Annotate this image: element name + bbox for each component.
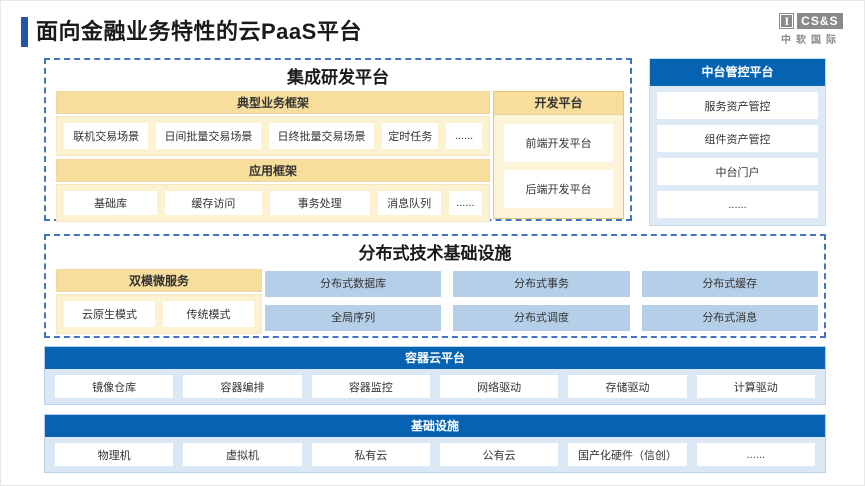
dual-mode-items: 云原生模式 传统模式 <box>56 294 262 334</box>
infrastructure-items: 物理机 虚拟机 私有云 公有云 国产化硬件（信创） ...... <box>45 437 825 472</box>
dev-platform-items: 前端开发平台 后端开发平台 <box>494 115 623 217</box>
infrastructure-item: ...... <box>696 443 815 466</box>
midplatform-item: ...... <box>657 191 818 218</box>
title-accent-bar <box>21 17 28 47</box>
framework-item: 定时任务 <box>382 123 439 149</box>
midplatform-control-header: 中台管控平台 <box>650 59 825 86</box>
container-platform-item: 计算驱动 <box>696 375 815 398</box>
page-title: 面向金融业务特性的云PaaS平台 <box>36 19 362 44</box>
infrastructure-item: 公有云 <box>439 443 559 466</box>
midplatform-item: 中台门户 <box>657 158 818 185</box>
company-logo: I CS&S 中软国际 <box>766 13 856 46</box>
infrastructure-item: 国产化硬件（信创） <box>568 443 687 466</box>
business-framework-block: 典型业务框架 联机交易场景 日间批量交易场景 日终批量交易场景 定时任务 ...… <box>56 91 490 156</box>
logo-mark: I CS&S <box>766 13 856 29</box>
integrated-platform-title: 集成研发平台 <box>287 68 389 87</box>
app-framework-items: 基础库 缓存访问 事务处理 消息队列 ...... <box>56 184 490 222</box>
framework-item: 事务处理 <box>269 191 370 215</box>
dual-mode-header: 双模微服务 <box>56 269 262 292</box>
logo-i-icon: I <box>779 13 795 29</box>
container-platform-item: 容器编排 <box>183 375 302 398</box>
container-platform-items: 镜像仓库 容器编排 容器监控 网络驱动 存储驱动 计算驱动 <box>45 369 825 404</box>
container-platform-item: 镜像仓库 <box>55 375 174 398</box>
business-framework-header: 典型业务框架 <box>56 91 490 114</box>
app-framework-header: 应用框架 <box>56 159 490 182</box>
framework-item: 缓存访问 <box>165 191 262 215</box>
container-platform-item: 容器监控 <box>311 375 430 398</box>
dev-platform-item: 后端开发平台 <box>504 170 613 208</box>
distributed-infra-box: 分布式技术基础设施 双模微服务 云原生模式 传统模式 分布式数据库 分布式事务 … <box>44 234 826 338</box>
container-platform-bar: 容器云平台 镜像仓库 容器编排 容器监控 网络驱动 存储驱动 计算驱动 <box>44 346 826 405</box>
distributed-service-cell: 全局序列 <box>265 305 442 331</box>
logo-subtext: 中软国际 <box>781 35 841 46</box>
infrastructure-header: 基础设施 <box>45 415 825 437</box>
infrastructure-item: 私有云 <box>311 443 430 466</box>
distributed-service-cell: 分布式缓存 <box>641 271 818 297</box>
framework-item: 联机交易场景 <box>64 123 149 149</box>
framework-item: 日终批量交易场景 <box>268 123 375 149</box>
framework-item: 消息队列 <box>377 191 441 215</box>
logo-csns-icon: CS&S <box>797 13 843 29</box>
distributed-service-cell: 分布式调度 <box>453 305 630 331</box>
infrastructure-item: 物理机 <box>55 443 174 466</box>
infrastructure-bar: 基础设施 物理机 虚拟机 私有云 公有云 国产化硬件（信创） ...... <box>44 414 826 473</box>
distributed-service-cell: 分布式数据库 <box>265 271 442 297</box>
framework-item: 日间批量交易场景 <box>156 123 261 149</box>
dev-platform-item: 前端开发平台 <box>504 124 613 162</box>
dual-mode-item: 传统模式 <box>163 301 254 327</box>
dual-mode-item: 云原生模式 <box>64 301 155 327</box>
container-platform-item: 存储驱动 <box>568 375 687 398</box>
midplatform-item: 组件资产管控 <box>657 125 818 152</box>
distributed-services-grid: 分布式数据库 分布式事务 分布式缓存 全局序列 分布式调度 分布式消息 <box>265 271 818 331</box>
container-platform-item: 网络驱动 <box>439 375 559 398</box>
dev-platform-header: 开发平台 <box>494 92 623 115</box>
midplatform-item: 服务资产管控 <box>657 92 818 119</box>
infrastructure-item: 虚拟机 <box>183 443 302 466</box>
distributed-infra-title: 分布式技术基础设施 <box>358 244 512 263</box>
framework-item: 基础库 <box>64 191 158 215</box>
distributed-service-cell: 分布式事务 <box>453 271 630 297</box>
midplatform-control-box: 中台管控平台 服务资产管控 组件资产管控 中台门户 ...... <box>649 58 826 226</box>
container-platform-header: 容器云平台 <box>45 347 825 369</box>
dual-mode-block: 双模微服务 云原生模式 传统模式 <box>56 269 262 334</box>
integrated-platform-box: 集成研发平台 典型业务框架 联机交易场景 日间批量交易场景 日终批量交易场景 定… <box>44 58 632 222</box>
business-framework-items: 联机交易场景 日间批量交易场景 日终批量交易场景 定时任务 ...... <box>56 116 490 156</box>
dev-platform-block: 开发平台 前端开发平台 后端开发平台 <box>493 91 624 219</box>
app-framework-block: 应用框架 基础库 缓存访问 事务处理 消息队列 ...... <box>56 159 490 222</box>
distributed-service-cell: 分布式消息 <box>641 305 818 331</box>
framework-item: ...... <box>446 123 482 149</box>
framework-item: ...... <box>448 191 482 215</box>
midplatform-control-items: 服务资产管控 组件资产管控 中台门户 ...... <box>650 86 825 224</box>
